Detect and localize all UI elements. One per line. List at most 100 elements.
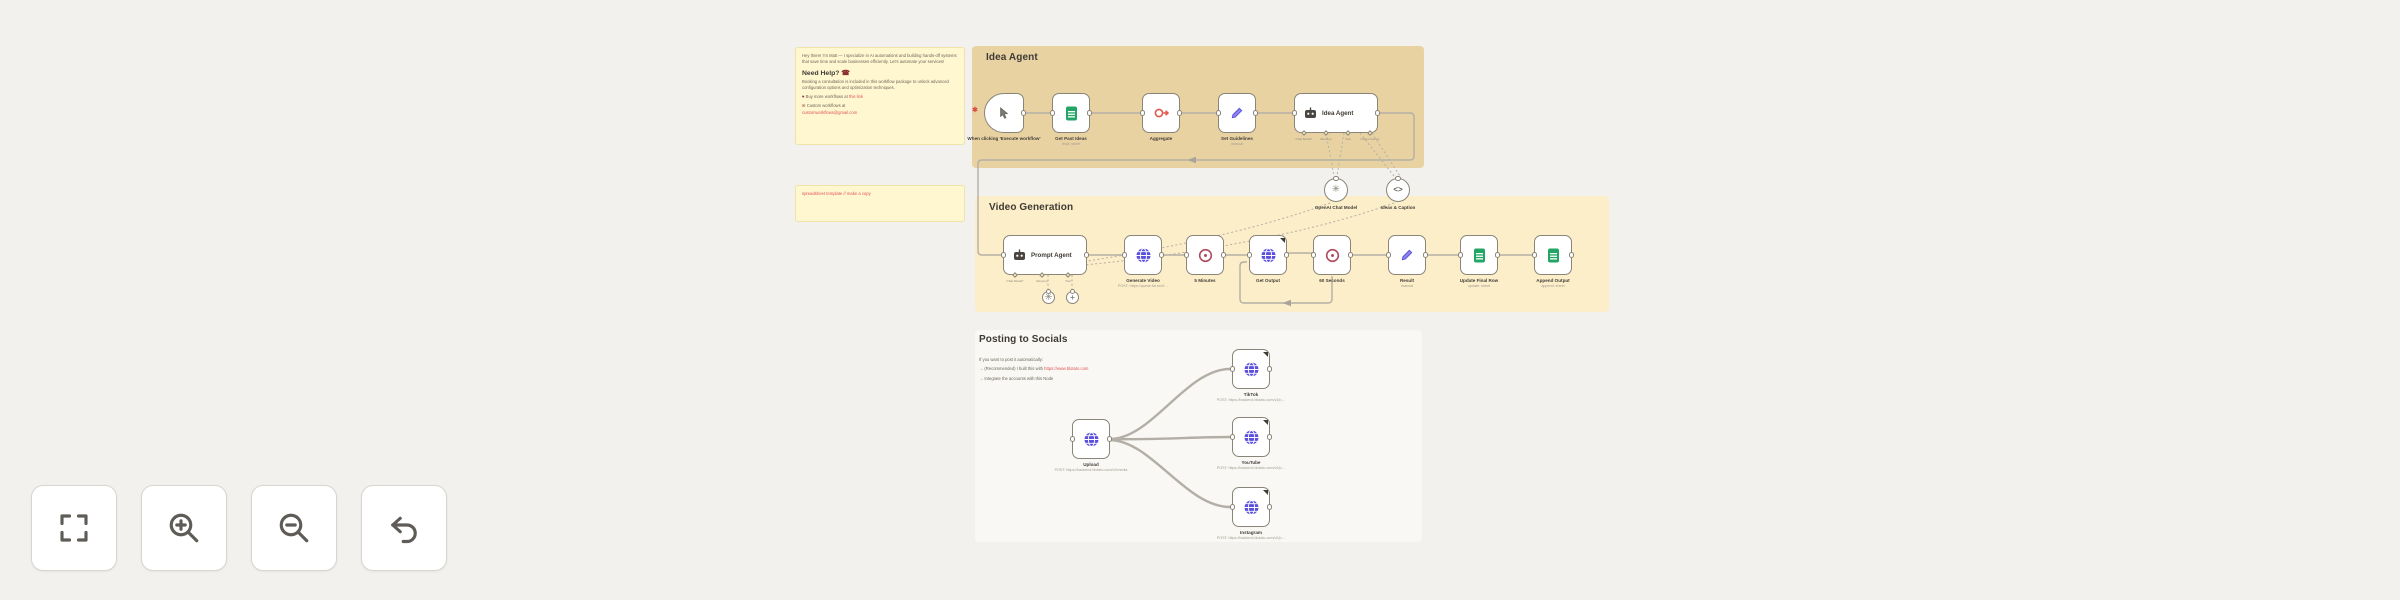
agent-port-label: Chat Model*: [1295, 137, 1313, 141]
sticky-note-template[interactable]: spreadsheet template // make a copy: [795, 185, 965, 222]
node-m1[interactable]: ✳: [1042, 289, 1055, 304]
section-title: Video Generation: [989, 202, 1074, 213]
pencil-icon: [1230, 106, 1244, 120]
node-label: OpenAI Chat Model: [1314, 205, 1358, 210]
node-label: 5 Minutes: [1194, 278, 1216, 283]
node-set1[interactable]: [1216, 93, 1258, 133]
section-title: Posting to Socials: [979, 334, 1068, 345]
template-link[interactable]: spreadsheet template // make a copy: [802, 191, 871, 196]
node-label: Upload: [1083, 462, 1099, 467]
node-subtitle: read: sheet: [1061, 141, 1081, 146]
execute-marker-icon: ✱: [972, 107, 978, 114]
fit-view-button[interactable]: [31, 485, 117, 571]
zoom-in-button[interactable]: [141, 485, 227, 571]
globe-icon: [1083, 431, 1100, 448]
sheets-icon: [1547, 248, 1560, 263]
zoom-out-icon: [279, 513, 309, 543]
node-subtitle: POST: https://queue.fal.run/f…: [1117, 283, 1168, 288]
node-label: Idea Agent: [1322, 109, 1354, 117]
node-sheets1[interactable]: [1050, 93, 1092, 133]
node-subtitle: POST: https://backend.blotato.com/v2/med…: [1054, 467, 1128, 472]
undo-icon: [391, 516, 417, 544]
node-m2[interactable]: +: [1066, 289, 1079, 304]
node-tiktok[interactable]: [1230, 349, 1272, 389]
sticky-heading: Need Help? ☎: [802, 69, 850, 77]
node-caption: 5 Minutes: [1157, 278, 1253, 284]
blotato-link[interactable]: https://www.blotato.com: [1044, 366, 1089, 372]
wire-arrow: [1282, 299, 1291, 307]
wire-ai: [1359, 132, 1395, 177]
node-c1[interactable]: ✳: [1324, 176, 1348, 202]
node-caption: Ideas & Caption: [1350, 205, 1446, 211]
robot-icon: [1013, 249, 1026, 261]
node-label: Get Past Ideas: [1055, 136, 1087, 141]
node-sheets2[interactable]: [1458, 235, 1500, 275]
node-wait2[interactable]: [1311, 235, 1353, 275]
node-label: 60 Seconds: [1319, 278, 1345, 283]
node-agent2[interactable]: Prompt Agent: [1001, 235, 1089, 275]
node-label: Generate Video: [1126, 278, 1160, 283]
node-label: Prompt Agent: [1031, 251, 1072, 259]
zoom-out-button[interactable]: [251, 485, 337, 571]
node-sheets3[interactable]: [1532, 235, 1574, 275]
node-upload[interactable]: [1070, 419, 1112, 459]
node-trigger[interactable]: [984, 93, 1026, 133]
socials-note-line: → (Recommended) I built this with https:…: [979, 366, 1089, 372]
wire-ai: [1336, 132, 1345, 177]
email-link[interactable]: customworkflows@gmail.com: [802, 109, 858, 115]
buy-link[interactable]: this link: [848, 94, 863, 100]
section-title: Idea Agent: [986, 52, 1038, 63]
node-caption: When clicking 'Execute workflow': [956, 136, 1052, 142]
node-http2[interactable]: [1247, 235, 1289, 275]
phone-icon: ☎: [841, 69, 850, 77]
node-caption: OpenAI Chat Model: [1288, 205, 1384, 211]
sticky-intro: Hey there! I'm Matt — I specialize in AI…: [802, 53, 957, 65]
node-set2[interactable]: [1386, 235, 1428, 275]
wire-ai: [1073, 202, 1395, 267]
node-label: Append Output: [1536, 278, 1570, 283]
socials-note-line: → Integrate the accounts with this Node: [979, 375, 1054, 381]
node-agent1[interactable]: Idea Agent: [1292, 93, 1380, 133]
node-c2[interactable]: <>: [1386, 176, 1410, 202]
node-wait1[interactable]: [1184, 235, 1226, 275]
node-label: Ideas & Caption: [1380, 205, 1416, 210]
node-label: When clicking 'Execute workflow': [967, 136, 1041, 141]
node-youtube[interactable]: [1230, 417, 1272, 457]
node-label: Set Guidelines: [1221, 136, 1253, 141]
node-subtitle: append: sheet: [1541, 283, 1565, 288]
agent-port-label: Tool: [1065, 279, 1071, 283]
wire: [1239, 261, 1333, 304]
node-label: Result: [1399, 278, 1415, 283]
node-label: Get Output: [1256, 278, 1280, 283]
globe-icon: [1135, 247, 1152, 264]
agent-port-label: Memory: [1036, 279, 1048, 283]
agent-port-label: Tool: [1345, 137, 1351, 141]
node-caption: Get Output: [1220, 278, 1316, 284]
node-subtitle: manual: [1400, 283, 1414, 288]
corner-marker-icon: [1279, 237, 1285, 243]
corner-marker-icon: [1262, 419, 1268, 425]
reset-view-button[interactable]: [361, 485, 447, 571]
parser-icon: <>: [1393, 185, 1403, 194]
sticky-note-help[interactable]: Hey there! I'm Matt — I specialize in AI…: [795, 47, 965, 145]
mail-icon: ✉: [802, 103, 806, 109]
openai-icon: ✳: [1044, 291, 1053, 303]
node-instagram[interactable]: [1230, 487, 1272, 527]
node-subtitle: POST: https://backend.blotato.com/v2/p…: [1216, 535, 1286, 540]
zoom-in-icon: [169, 513, 199, 543]
node-aggregate[interactable]: [1140, 93, 1182, 133]
fit-view-icon: [60, 514, 88, 542]
socials-instructions: If you want to post it automatically: → …: [979, 357, 1088, 385]
node-http1[interactable]: [1122, 235, 1164, 275]
aggregate-icon: [1154, 107, 1169, 119]
